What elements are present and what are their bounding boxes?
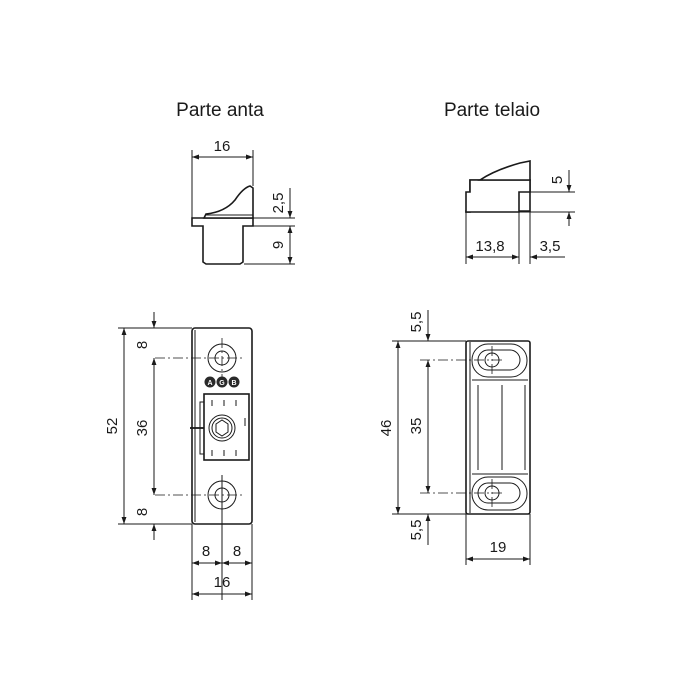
frame-width-label: 19: [490, 539, 507, 556]
svg-text:G: G: [219, 380, 225, 387]
sash-tongue-height-label: 2,5: [270, 193, 287, 214]
sash-side-view: 16 2,5 9: [191, 138, 295, 265]
sash-half-width-right-label: 8: [233, 543, 241, 560]
sash-length-label: 52: [104, 418, 121, 435]
sash-half-width-left-label: 8: [202, 543, 210, 560]
sash-total-width-label: 16: [214, 574, 231, 591]
frame-length-label: 46: [378, 420, 395, 437]
svg-text:B: B: [231, 380, 236, 387]
frame-front-view: 46 5,5 35 5,5 19: [378, 310, 531, 565]
sash-front-view: A G B 52 8 36 8 8 8: [104, 312, 253, 600]
frame-side-view: 5 13,8 3,5: [465, 160, 575, 264]
sash-bottom-offset-label: 8: [134, 508, 151, 516]
frame-depth-label: 13,8: [475, 238, 504, 255]
frame-height-label: 5: [549, 176, 566, 184]
frame-part-title: Parte telaio: [444, 100, 540, 121]
sash-width-label: 16: [214, 138, 231, 155]
svg-text:A: A: [207, 380, 212, 387]
sash-base-height-label: 9: [270, 241, 287, 249]
frame-bottom-offset-label: 5,5: [408, 520, 425, 541]
brand-logo: A G B: [204, 376, 240, 388]
sash-part-title: Parte anta: [176, 100, 264, 121]
frame-hole-spacing-label: 35: [408, 418, 425, 435]
sash-hole-spacing-label: 36: [134, 420, 151, 437]
sash-top-offset-label: 8: [134, 341, 151, 349]
frame-top-offset-label: 5,5: [408, 312, 425, 333]
frame-lip-label: 3,5: [540, 238, 561, 255]
